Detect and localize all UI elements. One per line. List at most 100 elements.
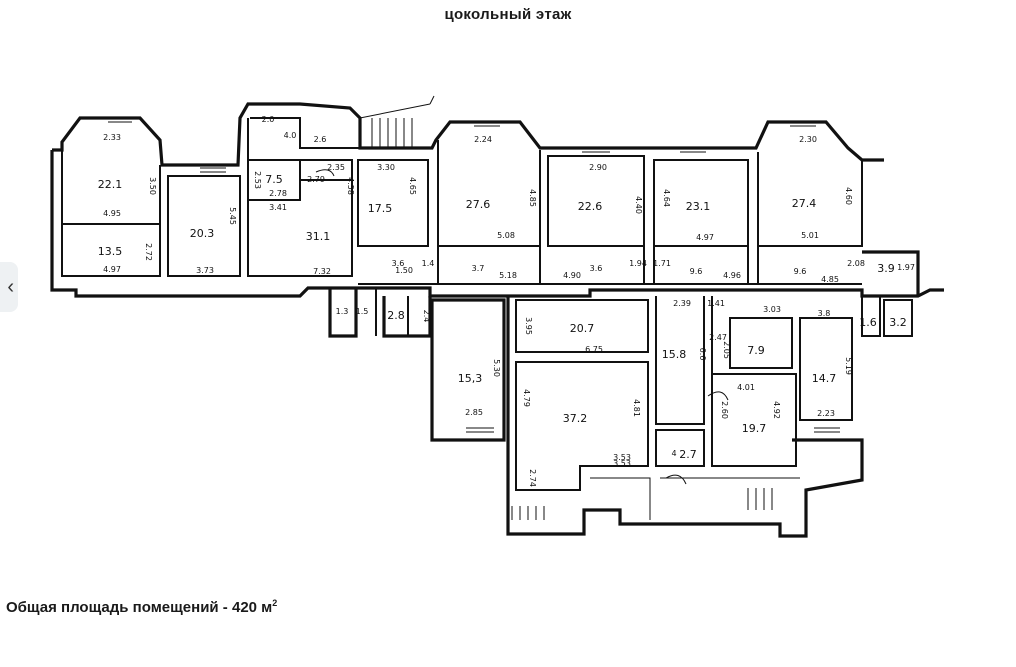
room-dimension-label: 4.97 [696, 233, 714, 242]
room-dimension-label: 2.72 [144, 243, 153, 261]
dimension-label: 2.79 [307, 175, 325, 184]
room-area-label: 20.7 [570, 322, 595, 335]
room-dimension-label: 5.45 [228, 207, 237, 225]
interior-wall [250, 117, 429, 247]
room-area-label: 14.7 [812, 372, 837, 385]
corridor-wall [358, 246, 862, 285]
room-area-label: 13.5 [98, 245, 123, 258]
room-area-label: 17.5 [368, 202, 393, 215]
window-mark [108, 117, 840, 433]
dimension-label: 4.85 [821, 275, 839, 284]
room-area-label: 7.9 [747, 344, 765, 357]
dimension-label: 3.7 [472, 264, 485, 273]
dimension-label: 1.94 [629, 259, 647, 268]
room-dimension-label: 6.75 [585, 345, 603, 354]
room-area-label: 22.6 [578, 200, 603, 213]
room-dimension-label: 3.95 [524, 317, 533, 335]
room-dimension-label: 2.90 [589, 163, 607, 172]
room-area-label: 15,3 [458, 372, 483, 385]
room-dimension-label: 2.60 [720, 401, 729, 419]
room-dimension-label: 2.05 [722, 341, 731, 359]
dimension-label: 1.50 [395, 266, 413, 275]
dimension-label: 5.18 [499, 271, 517, 280]
dimension-label: 4.90 [563, 271, 581, 280]
dimension-label: 2.35 [327, 163, 345, 172]
interior-wall [375, 288, 409, 336]
room-dimension-label: 3.03 [763, 305, 781, 314]
stair-mark [359, 95, 773, 520]
interior-wall [861, 296, 913, 337]
previous-image-button[interactable]: ‹ [0, 262, 18, 312]
interior-wall [711, 296, 853, 467]
dimension-label: 3.6 [590, 264, 603, 273]
room-area-label: 2.8 [387, 309, 405, 322]
interior-wall [61, 150, 241, 277]
room-area-label: 19.7 [742, 422, 767, 435]
interior-wall [655, 296, 705, 467]
room-area-label: 27.6 [466, 198, 491, 211]
room-area-label: 27.4 [792, 197, 817, 210]
room-dimension-label: 6.6 [698, 348, 707, 361]
room-dimension-label: 3.73 [196, 266, 214, 275]
outer-wall [430, 298, 506, 442]
room-area-label: 37.2 [563, 412, 588, 425]
dimension-label: 2.47 [709, 333, 727, 342]
room-area-label: 7.5 [265, 173, 283, 186]
room-dimension-label: 4.79 [522, 389, 531, 407]
room-dimension-label: 3.30 [377, 163, 395, 172]
room-area-label: 22.1 [98, 178, 123, 191]
dimension-label: 1.5 [356, 307, 369, 316]
room-area-label: 1.6 [859, 316, 877, 329]
room-dimension-label: 3.53 [613, 459, 631, 468]
room-dimension-label: 4.64 [662, 189, 671, 207]
room-area-label: 3.2 [889, 316, 907, 329]
room-dimension-label: 4.01 [737, 383, 755, 392]
room-dimension-label: 3.41 [269, 203, 287, 212]
dimension-label: 4.0 [284, 131, 297, 140]
room-dimension-label: 4.95 [103, 209, 121, 218]
total-area-caption: Общая площадь помещений - 420 м2 [6, 598, 277, 616]
dimension-label: 1.41 [707, 299, 725, 308]
room-area-label: 20.3 [190, 227, 215, 240]
chevron-left-icon: ‹ [7, 275, 14, 298]
room-dimension-label: 7.32 [313, 267, 331, 276]
room-dimension-label: 3.8 [818, 309, 831, 318]
total-area-text: Общая площадь помещений - 420 м [6, 599, 273, 616]
room-dimension-label: 5.30 [492, 359, 501, 377]
room-dimension-label: 4.58 [346, 177, 355, 195]
outer-wall [862, 250, 920, 296]
walls [50, 95, 944, 538]
room-area-label: 23.1 [686, 200, 711, 213]
room-dimension-label: 2.53 [253, 171, 262, 189]
room-dimension-label: 4.92 [772, 401, 781, 419]
door-arc [315, 169, 729, 485]
room-area-label: 31.1 [306, 230, 331, 243]
dimension-label: 1.4 [422, 259, 435, 268]
room-dimension-label: 4.81 [632, 399, 641, 417]
dimension-label: 3.6 [392, 259, 405, 268]
room-dimension-label: 2.74 [528, 469, 537, 487]
room-dimension-label: 4.97 [103, 265, 121, 274]
room-dimension-label: 4 [671, 449, 676, 458]
room-dimension-label: 2.33 [103, 133, 121, 142]
interior-wall [590, 477, 800, 520]
room-dimension-label: 2.78 [269, 189, 287, 198]
room-dimension-label: 4.85 [528, 189, 537, 207]
room-dimension-label: 5.01 [801, 231, 819, 240]
room-area-label: 3.9 [877, 262, 895, 275]
room-dimension-label: 4.65 [408, 177, 417, 195]
outer-wall [506, 296, 864, 538]
plan-title: цокольный этаж [444, 6, 572, 23]
room-area-label: 2.7 [679, 448, 697, 461]
interior-wall [247, 118, 353, 277]
dimension-label: 9.6 [794, 267, 807, 276]
room-dimension-label: 4.60 [844, 187, 853, 205]
room-dimension-label: 2.23 [817, 409, 835, 418]
room-dimension-label: 4.40 [634, 196, 643, 214]
room-dimension-label: 2.24 [474, 135, 492, 144]
interior-wall [515, 299, 649, 491]
dimension-label: 2.08 [847, 259, 865, 268]
room-dimension-label: 2.4 [422, 310, 431, 323]
